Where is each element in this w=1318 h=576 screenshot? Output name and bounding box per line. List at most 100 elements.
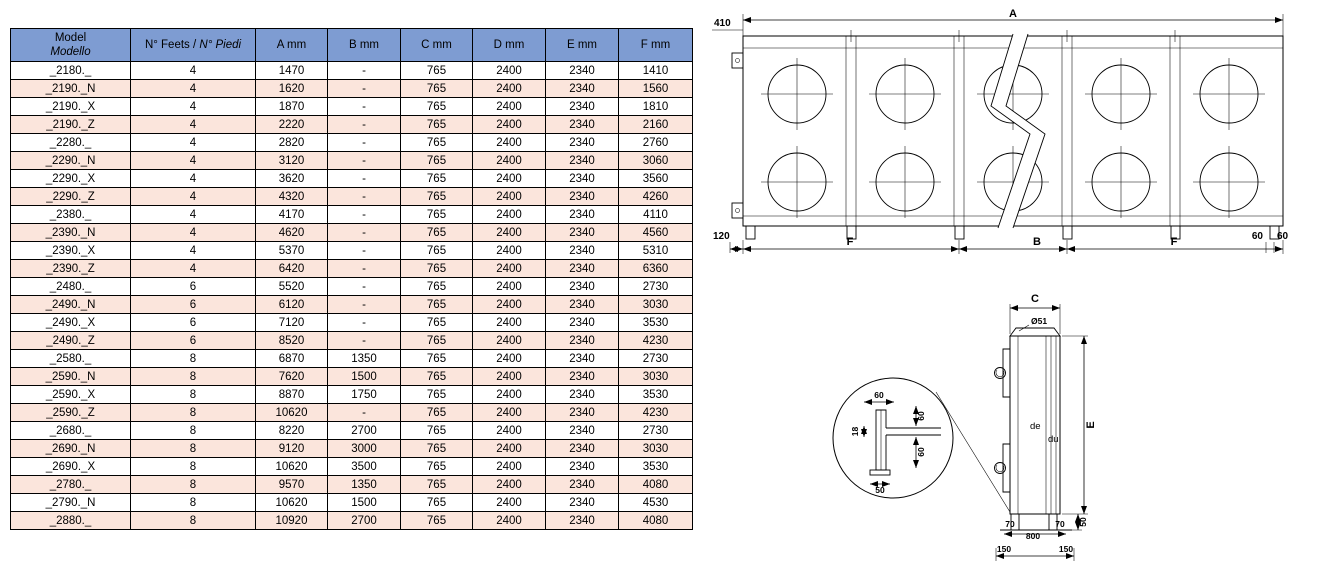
cell-f: 3030 xyxy=(618,367,693,386)
cell-c: 765 xyxy=(400,439,473,458)
cell-e: 2340 xyxy=(545,385,619,404)
cell-e: 2340 xyxy=(545,511,619,530)
col-header-feets-it: N° Piedi xyxy=(199,39,242,51)
cell-d: 2400 xyxy=(472,349,546,368)
cell-model: _2380._ xyxy=(10,205,131,224)
cell-d: 2400 xyxy=(472,169,546,188)
dim-60-right-label: 60 xyxy=(1277,231,1289,242)
cell-e: 2340 xyxy=(545,133,619,152)
cell-a: 5520 xyxy=(255,277,328,296)
front-view-drawing: A 410 xyxy=(710,6,1302,263)
cell-d: 2400 xyxy=(472,241,546,260)
cell-e: 2340 xyxy=(545,241,619,260)
detail-dim-60-right-upper: 60 xyxy=(916,411,926,421)
cell-d: 2400 xyxy=(472,259,546,278)
dimensions-table: Model Modello N° Feets / N° Piedi A mm B… xyxy=(10,28,693,530)
col-header-a: A mm xyxy=(255,28,328,62)
cell-model: _2580._ xyxy=(10,349,131,368)
unit-side-profile xyxy=(1009,327,1061,515)
cell-c: 765 xyxy=(400,97,473,116)
cell-a: 10920 xyxy=(255,511,328,530)
cell-c: 765 xyxy=(400,187,473,206)
cell-feets: 4 xyxy=(130,187,256,206)
cell-e: 2340 xyxy=(545,403,619,422)
cell-e: 2340 xyxy=(545,97,619,116)
detail-dimensions: 60 18 60 60 50 xyxy=(850,390,926,495)
cell-e: 2340 xyxy=(545,349,619,368)
dim-c-label: C xyxy=(1031,293,1039,305)
cell-model: _2280._ xyxy=(10,133,131,152)
cell-a: 8870 xyxy=(255,385,328,404)
cell-c: 765 xyxy=(400,223,473,242)
cell-d: 2400 xyxy=(472,79,546,98)
cell-feets: 8 xyxy=(130,403,256,422)
cell-f: 3530 xyxy=(618,457,693,476)
break-symbol xyxy=(990,33,1046,229)
cell-d: 2400 xyxy=(472,403,546,422)
cell-c: 765 xyxy=(400,151,473,170)
cell-model: _2480._ xyxy=(10,277,131,296)
foot-detail-callout: 60 18 60 60 50 xyxy=(832,377,1011,513)
cell-c: 765 xyxy=(400,241,473,260)
cell-model: _2690._N xyxy=(10,439,131,458)
cell-d: 2400 xyxy=(472,115,546,134)
cell-feets: 4 xyxy=(130,115,256,134)
cell-model: _2390._Z xyxy=(10,259,131,278)
cell-b: 3500 xyxy=(327,457,401,476)
cell-feets: 6 xyxy=(130,277,256,296)
cell-model: _2780._ xyxy=(10,475,131,494)
cell-c: 765 xyxy=(400,475,473,494)
cell-model: _2590._N xyxy=(10,367,131,386)
cell-model: _2490._X xyxy=(10,313,131,332)
cell-d: 2400 xyxy=(472,331,546,350)
cell-e: 2340 xyxy=(545,331,619,350)
cell-a: 6120 xyxy=(255,295,328,314)
cell-feets: 8 xyxy=(130,439,256,458)
cell-model: _2690._X xyxy=(10,457,131,476)
base-dimensions: 70 800 70 150 150 xyxy=(995,519,1075,561)
cell-a: 9120 xyxy=(255,439,328,458)
cell-b: - xyxy=(327,169,401,188)
cell-b: - xyxy=(327,187,401,206)
cell-feets: 4 xyxy=(130,79,256,98)
cell-f: 4080 xyxy=(618,475,693,494)
fan-circles xyxy=(767,64,1259,212)
dim-b-label: B xyxy=(1033,236,1041,248)
dim-410: 410 xyxy=(712,18,743,31)
cell-d: 2400 xyxy=(472,223,546,242)
cell-a: 1470 xyxy=(255,61,328,80)
cell-d: 2400 xyxy=(472,421,546,440)
side-view-svg: C Ø51 de du xyxy=(832,293,1097,561)
cell-f: 1560 xyxy=(618,79,693,98)
col-header-feets-en: N° Feets / xyxy=(144,39,200,51)
cell-b: - xyxy=(327,277,401,296)
cell-model: _2180._ xyxy=(10,61,131,80)
cell-d: 2400 xyxy=(472,439,546,458)
cell-model: _2680._ xyxy=(10,421,131,440)
detail-dim-50: 50 xyxy=(875,485,885,495)
cell-a: 1620 xyxy=(255,79,328,98)
cell-d: 2400 xyxy=(472,295,546,314)
cell-b: - xyxy=(327,205,401,224)
cell-model: _2190._X xyxy=(10,97,131,116)
dim-150-right-label: 150 xyxy=(1059,544,1073,554)
cell-f: 1810 xyxy=(618,97,693,116)
cell-d: 2400 xyxy=(472,151,546,170)
cell-model: _2390._N xyxy=(10,223,131,242)
cell-feets: 8 xyxy=(130,421,256,440)
cell-b: - xyxy=(327,97,401,116)
dim-150-left-label: 150 xyxy=(997,544,1011,554)
